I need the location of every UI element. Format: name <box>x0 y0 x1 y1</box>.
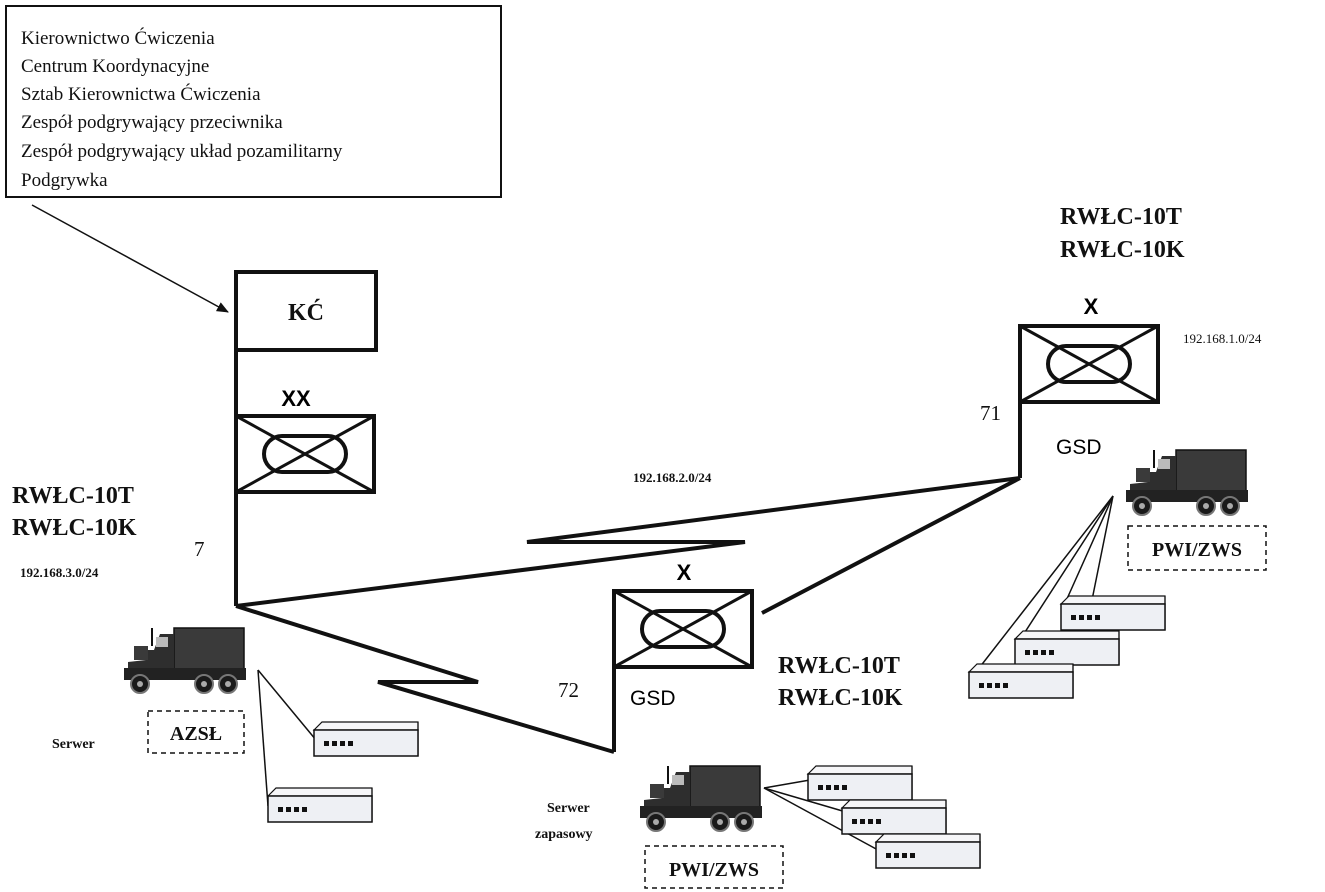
radio-label: RWŁC-10K <box>12 515 137 541</box>
radio-label: RWŁC-10K <box>1060 237 1185 263</box>
truck-icon <box>123 627 247 694</box>
radio-label: RWŁC-10K <box>778 685 903 711</box>
terminal-device-icon <box>968 663 1074 699</box>
radio-label: RWŁC-10T <box>778 653 900 679</box>
radio-label: RWŁC-10T <box>1060 204 1182 230</box>
hq-label: KĆ <box>288 299 324 326</box>
unit-number: 71 <box>980 401 1001 425</box>
server-label: Serwer <box>547 801 590 816</box>
legend-line: Zespół podgrywający układ pozamilitarny <box>21 141 343 162</box>
unit-label: PWI/ZWS <box>1152 539 1242 561</box>
legend-line: Centrum Koordynacyjne <box>21 56 209 77</box>
terminal-device-icon <box>1014 630 1120 666</box>
truck-icon <box>639 765 763 832</box>
echelon-marker: XX <box>281 386 311 411</box>
link-7-71 <box>235 476 1021 608</box>
unit-number: 7 <box>194 537 205 561</box>
legend-line: Sztab Kierownictwa Ćwiczenia <box>21 83 261 105</box>
unit-number: 72 <box>558 678 579 702</box>
link-lines <box>234 350 1022 754</box>
unit-symbol-icon <box>612 589 754 669</box>
link-7-72 <box>235 604 615 754</box>
terminal-device-icon <box>1060 595 1166 631</box>
node-7: XX RWŁC-10T RWŁC-10K 192.168.3.0/24 7 AZ… <box>12 386 419 823</box>
truck-icon <box>1125 449 1249 516</box>
node-72: X RWŁC-10T RWŁC-10K 72 GSD Serwer zapaso… <box>535 560 981 889</box>
terminal-device-icon <box>313 721 419 757</box>
node-71: RWŁC-10T RWŁC-10K X 192.168.1.0/24 71 GS… <box>968 204 1267 699</box>
unit-symbol-icon <box>1018 324 1160 404</box>
subnet-label: 192.168.3.0/24 <box>20 565 99 580</box>
terminal-device-icon <box>807 765 913 801</box>
legend-line: Podgrywka <box>21 170 108 191</box>
server-label: zapasowy <box>535 827 593 842</box>
link-72-71 <box>761 476 1021 615</box>
radio-label: RWŁC-10T <box>12 483 134 509</box>
terminal-device-icon <box>875 833 981 869</box>
gsd-label: GSD <box>1056 436 1102 459</box>
terminal-device-icon <box>267 787 373 823</box>
hq-box: KĆ <box>234 270 378 352</box>
legend-box: Kierownictwo Ćwiczenia Centrum Koordynac… <box>5 5 502 198</box>
unit-label: AZSŁ <box>170 723 222 745</box>
gsd-label: GSD <box>630 687 676 710</box>
echelon-marker: X <box>677 560 692 585</box>
wan-subnet: 192.168.2.0/24 <box>633 470 712 485</box>
server-label: Serwer <box>52 737 95 752</box>
unit-symbol-icon <box>234 414 376 494</box>
terminal-device-icon <box>841 799 947 835</box>
legend-line: Zespół podgrywający przeciwnika <box>21 112 283 133</box>
unit-label: PWI/ZWS <box>669 859 759 881</box>
subnet-label: 192.168.1.0/24 <box>1183 331 1262 346</box>
legend-line: Kierownictwo Ćwiczenia <box>21 27 215 49</box>
echelon-marker: X <box>1084 294 1099 319</box>
legend-arrow <box>31 204 229 313</box>
